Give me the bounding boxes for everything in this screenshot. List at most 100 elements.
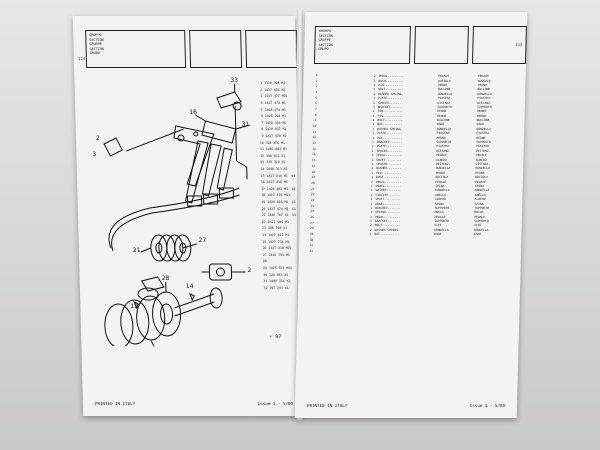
description-translation-2: BULLONE xyxy=(476,118,490,123)
mark-number: 97 xyxy=(275,334,282,340)
right-parts-ref: 30 xyxy=(309,237,314,242)
description-text: SHAFT......... xyxy=(376,157,402,162)
left-page: 114 GRUPPO SECTION GRUPPE SECTION GRUPO xyxy=(72,16,306,416)
right-parts-ref: 32 xyxy=(309,249,314,254)
right-header-line-5: GRUPO xyxy=(318,47,329,52)
description-translation-1: RONDELLA xyxy=(434,227,449,232)
description-text: WASHER........ xyxy=(375,188,401,193)
description-translation-2: BUSSOLA xyxy=(477,78,491,83)
description-text: SHAFT......... xyxy=(375,197,401,202)
right-header: GRUPPO SECTION GRUPPE SECTION GRUPO xyxy=(313,26,527,66)
description-qty: 1 xyxy=(373,87,376,92)
description-qty: 1 xyxy=(369,219,372,224)
description-text: BOLT.......... xyxy=(374,223,401,228)
description-translation-2: PEDALE xyxy=(474,214,486,219)
description-translation-1: SUPPORTO xyxy=(437,104,452,109)
left-parts-ref: 4 xyxy=(260,101,263,106)
description-qty: 1 xyxy=(372,104,375,109)
left-parts-ref: 31 xyxy=(263,279,268,284)
description-translation-1: RONDELLA xyxy=(436,126,452,131)
description-translation-2: PERNO xyxy=(476,113,486,118)
description-translation-2: PERNO xyxy=(477,82,487,87)
description-translation-1: PERNO xyxy=(436,135,446,140)
description-qty: 1 xyxy=(371,157,374,162)
description-text: PEDAL......... xyxy=(374,214,401,219)
left-parts-ref: 29 xyxy=(263,265,268,270)
description-text: BRACKET....... xyxy=(376,140,403,145)
left-parts-ref: 28 xyxy=(262,259,267,264)
description-qty: 1 xyxy=(371,153,374,158)
left-header-box-3 xyxy=(245,30,299,68)
right-parts-ref: 14 xyxy=(312,146,316,151)
description-translation-2: DISTANZ. xyxy=(475,148,491,153)
left-parts-ref: 2 xyxy=(260,87,263,92)
description-translation-1: ALBERO xyxy=(435,157,447,162)
description-qty: 2 xyxy=(369,227,372,232)
description-text: BUSH.......... xyxy=(375,175,402,180)
description-translation-2: ANELLO xyxy=(474,192,486,197)
description-translation-1: DISTANZ. xyxy=(437,100,452,105)
left-footer-printed: PRINTED IN ITALY xyxy=(94,401,136,406)
svg-text:27: 27 xyxy=(199,237,207,244)
description-text: PLATE......... xyxy=(377,131,403,136)
left-parts-ref: 16 xyxy=(260,180,265,185)
description-translation-1: PEDALE xyxy=(438,74,450,79)
description-translation-1: DADO xyxy=(436,122,445,127)
description-qty: 1 xyxy=(372,135,375,140)
left-parts-number: 1428 174 M1 xyxy=(264,107,286,112)
description-translation-2: RONDELLA xyxy=(475,166,491,171)
description-text: WASHER SPRING. xyxy=(377,126,403,131)
description-text: WASHER SPRING. xyxy=(374,227,400,232)
left-parts-number: 1428 294 M1 xyxy=(264,114,287,119)
mark-symbol: ✧ xyxy=(269,334,273,340)
description-translation-2: SUPPORTO xyxy=(474,219,489,224)
description-qty: 2 xyxy=(369,223,372,228)
left-parts-ref: 9 xyxy=(261,134,264,139)
description-qty: 2 xyxy=(373,74,376,79)
description-text: PIN........... xyxy=(377,109,404,114)
svg-text:33: 33 xyxy=(230,77,238,84)
description-translation-2: SUPPORTO xyxy=(477,104,492,109)
left-parts-number: 1425 553 M91 xyxy=(268,265,293,270)
description-qty: 2 xyxy=(372,109,375,114)
left-parts-ref: 12 xyxy=(260,153,265,158)
description-translation-1: PERNO xyxy=(437,109,447,114)
right-parts-row: 32 xyxy=(305,248,355,254)
description-text: PEDAL......... xyxy=(376,153,402,158)
left-parts-number: 388 708 X1 xyxy=(267,226,288,231)
right-parts-ref: 5 xyxy=(315,95,318,100)
right-parts-ref: 10 xyxy=(312,124,317,129)
left-parts-number: 1427 734 M1 xyxy=(268,239,290,244)
description-translation-2: PEDALE xyxy=(475,153,487,158)
left-parts-ref: 15 xyxy=(260,173,265,178)
description-qty: 2 xyxy=(370,179,373,184)
right-header-box-3 xyxy=(471,26,527,64)
left-header-box-section: GRUPPO SECTION GRUPPE SECTION GRUPO xyxy=(85,30,187,68)
description-qty: 1 xyxy=(371,175,373,180)
right-header-box-2 xyxy=(413,26,469,64)
description-translation-2: PIASTRA xyxy=(476,131,490,136)
svg-text:14: 14 xyxy=(186,283,194,290)
right-parts-ref: 13 xyxy=(312,141,316,146)
right-parts-ref: 17 xyxy=(311,163,316,168)
description-qty: 1 xyxy=(372,131,375,136)
description-translation-2: RONDELLA xyxy=(473,227,489,232)
svg-text:3: 3 xyxy=(92,151,96,158)
left-parts-ref: 23 xyxy=(262,226,266,231)
left-parts-number: 1440 313 M1 xyxy=(266,167,288,172)
left-parts-ref: 6 xyxy=(261,114,264,119)
description-translation-1: SPINA xyxy=(435,183,445,188)
left-parts-ref: 25 xyxy=(262,239,267,244)
right-parts-ref: 11 xyxy=(312,129,317,134)
description-translation-2: DISTANZ. xyxy=(477,100,492,105)
